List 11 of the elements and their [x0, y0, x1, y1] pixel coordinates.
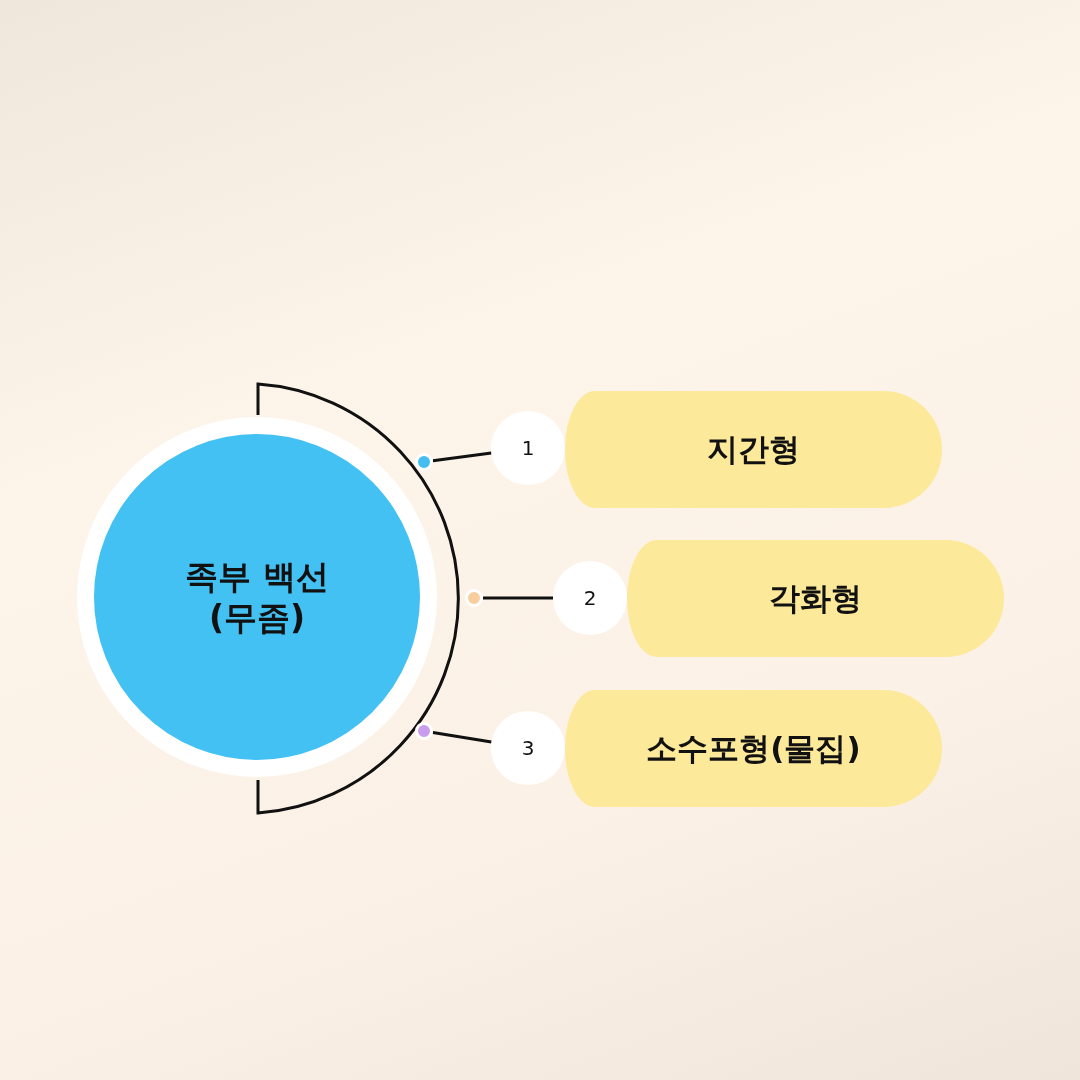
number-circle: 3 [491, 711, 565, 785]
connector-line [432, 451, 492, 463]
label-pill: 각화형 [627, 540, 1004, 657]
connector-line [483, 596, 553, 600]
number-circle: 1 [491, 411, 565, 485]
connector-dot [465, 589, 483, 607]
label-pill: 소수포형(물집) [565, 690, 942, 807]
connector-line [432, 730, 492, 744]
label-pill: 지간형 [565, 391, 942, 508]
topic-circle: 족부 백선 (무좀) [77, 417, 437, 777]
number-circle: 2 [553, 561, 627, 635]
